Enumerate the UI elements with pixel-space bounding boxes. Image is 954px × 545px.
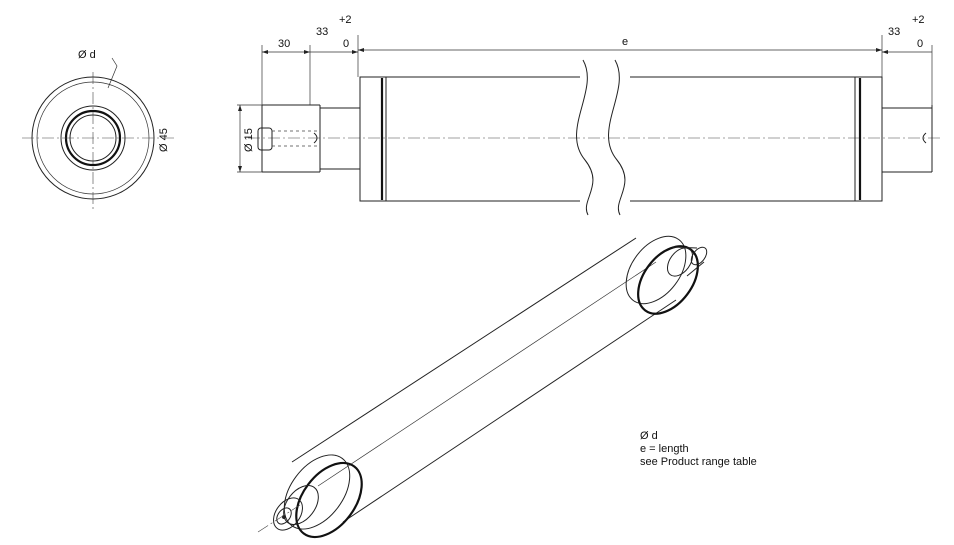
isometric-view [257, 235, 708, 539]
tolerance-zero-left: 0 [343, 38, 349, 50]
notes-block: Ø d e = length see Product range table [640, 430, 757, 469]
tolerance-plus2-left: +2 [339, 14, 352, 26]
note-diameter: Ø d [640, 430, 658, 442]
tolerance-plus2-right: +2 [912, 14, 925, 26]
dim-33-left: 33 [316, 26, 328, 38]
outer-diameter-label: Ø 45 [158, 128, 170, 152]
dim-30: 30 [278, 38, 290, 50]
shaft-diameter-label: Ø 15 [243, 128, 255, 152]
dim-e: e [622, 36, 628, 48]
side-view: Ø 15 30 33 +2 0 e 33 +2 0 [237, 14, 940, 216]
dim-33-right: 33 [888, 26, 900, 38]
bore-diameter-label: Ø d [78, 49, 96, 61]
tolerance-zero-right: 0 [917, 38, 923, 50]
note-length: e = length [640, 443, 689, 455]
note-product-range: see Product range table [640, 456, 757, 468]
end-view: Ø d Ø 45 [22, 49, 175, 212]
